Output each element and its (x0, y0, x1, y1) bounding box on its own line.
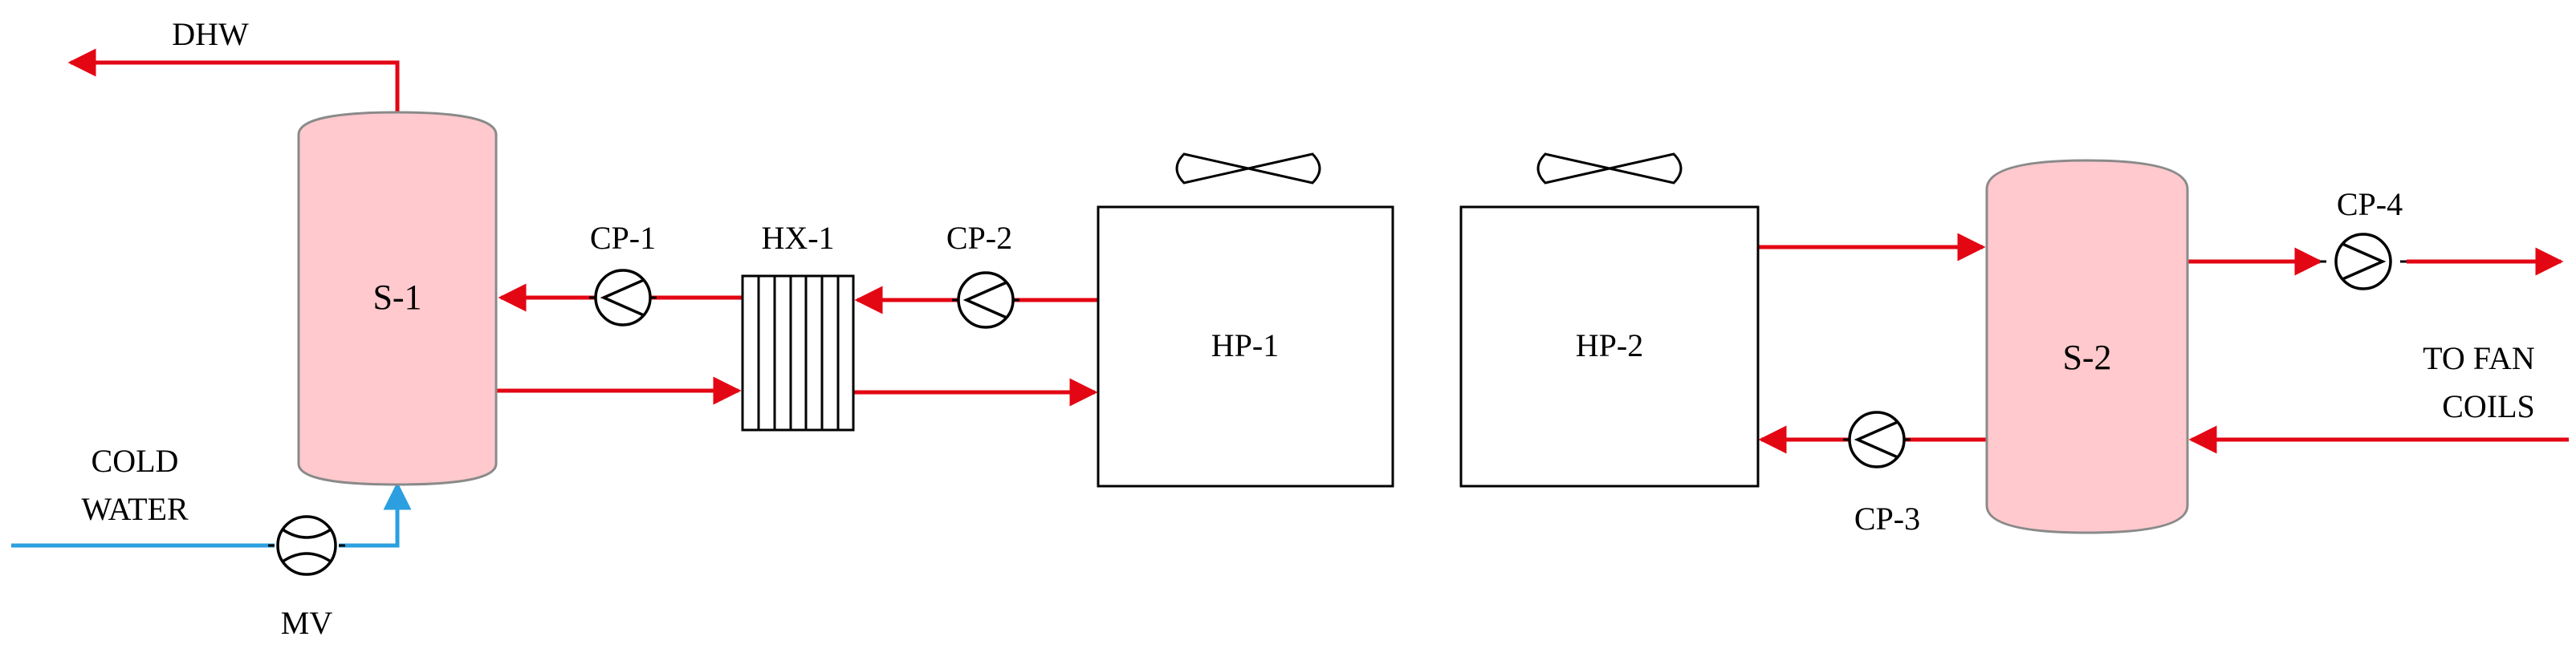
fan-icon (1536, 152, 1683, 185)
dhw-pipe (67, 48, 400, 112)
circulation-pump-icon (594, 269, 652, 326)
flow-meter-mv-label: MV (281, 605, 333, 641)
fan-icon (1175, 152, 1321, 185)
circulation-pump-icon (957, 271, 1015, 329)
heat-pump-hp2: HP-2 (1459, 152, 1760, 488)
fan-coils-label-line2: COILS (2442, 388, 2535, 424)
heat-exchanger-hx1-label: HX-1 (761, 220, 834, 256)
pump-cp2: CP-2 (946, 220, 1019, 329)
heat-pump-hp2-body (1459, 205, 1760, 488)
circulation-pump-icon (1848, 411, 1906, 468)
flow-meter-mv: MV (268, 515, 345, 641)
pump-cp1-label: CP-1 (590, 220, 656, 256)
storage-tank-s2-label: S-2 (2062, 338, 2111, 377)
cold-water-label-line1: COLD (92, 443, 179, 479)
storage-tank-s2: S-2 (1985, 159, 2189, 534)
heat-pump-hp1-body (1097, 205, 1394, 488)
plate-heat-exchanger-icon (741, 274, 855, 432)
dhw-label: DHW (172, 16, 249, 52)
circulation-pump-icon (2334, 233, 2392, 290)
storage-tank-s1-body (297, 111, 498, 486)
storage-tank-s1: S-1 (297, 111, 498, 486)
pump-cp3: CP-3 (1843, 411, 1920, 537)
flow-meter-icon (276, 515, 337, 576)
pump-cp1: CP-1 (589, 220, 657, 326)
cold-water-to-s1-pipe (339, 481, 412, 548)
pump-cp2-label: CP-2 (946, 220, 1012, 256)
heat-pump-hp2-label: HP-2 (1576, 327, 1643, 363)
cold-water-label-line2: WATER (81, 491, 189, 527)
pump-cp3-label: CP-3 (1854, 501, 1920, 537)
pump-cp4-label: CP-4 (2337, 186, 2403, 222)
pump-cp4: CP-4 (2320, 186, 2407, 290)
heat-exchanger-hx1: HX-1 (741, 220, 855, 432)
heat-pump-hp1: HP-1 (1097, 152, 1394, 488)
fan-coils-label-line1: TO FAN (2423, 340, 2535, 376)
storage-tank-s2-body (1985, 159, 2189, 534)
storage-tank-s1-label: S-1 (372, 278, 421, 317)
heat-pump-hp1-label: HP-1 (1211, 327, 1279, 363)
